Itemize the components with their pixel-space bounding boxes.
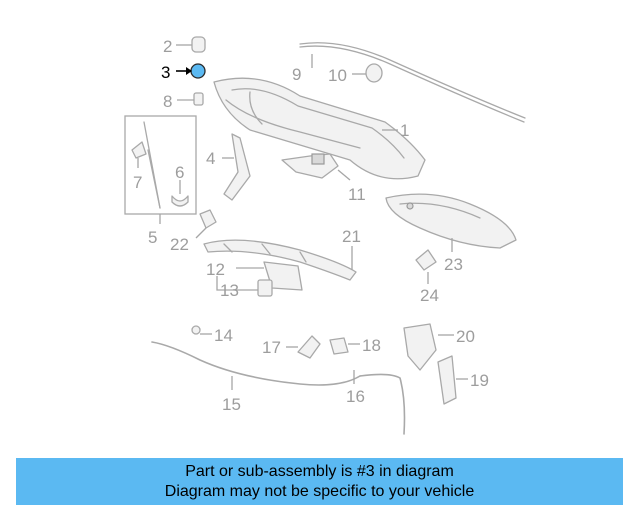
callout-7: 7 <box>133 173 142 192</box>
banner-line-2: Diagram may not be specific to your vehi… <box>164 482 475 500</box>
part-14-grommet: 14 <box>191 325 233 345</box>
part-1-hood: 1 <box>213 77 426 180</box>
banner-line-1: Part or sub-assembly is #3 in diagram <box>185 462 454 480</box>
part-3-highlighted[interactable]: 3 <box>161 63 206 82</box>
callout-5: 5 <box>148 228 157 247</box>
callout-1: 1 <box>400 121 409 140</box>
callout-3: 3 <box>161 63 170 82</box>
callout-11: 11 <box>348 185 366 204</box>
callout-18: 18 <box>362 336 381 355</box>
part-10-bumper: 10 <box>328 63 383 85</box>
part-2-bumper: 2 <box>163 36 206 56</box>
part-24-clip: 24 <box>415 249 439 305</box>
part-21-support: 21 <box>203 227 361 281</box>
callout-20: 20 <box>456 327 475 346</box>
callout-16: 16 <box>346 387 365 406</box>
callout-13: 13 <box>220 281 239 300</box>
part-9-weatherstrip: 9 <box>292 42 526 123</box>
callout-4: 4 <box>206 149 215 168</box>
part-12-latch: 12 <box>206 260 303 291</box>
part-17-handle: 17 <box>262 335 321 359</box>
part-11-latch: 11 <box>281 153 366 204</box>
callout-6: 6 <box>175 163 184 182</box>
part-16-cable: 16 <box>346 370 406 435</box>
part-13-bolt: 13 <box>216 276 273 300</box>
callout-17: 17 <box>262 338 281 357</box>
part-19-cover: 19 <box>437 355 489 405</box>
part-4-hinge: 4 <box>206 133 251 201</box>
callout-12: 12 <box>206 260 225 279</box>
callout-24: 24 <box>420 286 439 305</box>
part-18-clip: 18 <box>329 336 381 355</box>
callout-21: 21 <box>342 227 361 246</box>
part-22-bumper: 22 <box>170 209 217 254</box>
part-23-insulator: 23 <box>385 193 517 274</box>
info-banner: Part or sub-assembly is #3 in diagram Di… <box>16 458 623 505</box>
part-20-release: 20 <box>403 323 475 371</box>
callout-9: 9 <box>292 65 301 84</box>
part-15-cable: 15 <box>151 341 361 414</box>
callout-14: 14 <box>214 326 233 345</box>
part-5-strut-kit: 7 6 5 <box>124 115 197 247</box>
callout-22: 22 <box>170 235 189 254</box>
part-8-bolt: 8 <box>163 92 204 111</box>
callout-19: 19 <box>470 371 489 390</box>
callout-8: 8 <box>163 92 172 111</box>
callout-23: 23 <box>444 255 463 274</box>
callout-15: 15 <box>222 395 241 414</box>
callout-2: 2 <box>163 37 172 56</box>
callout-10: 10 <box>328 66 347 85</box>
